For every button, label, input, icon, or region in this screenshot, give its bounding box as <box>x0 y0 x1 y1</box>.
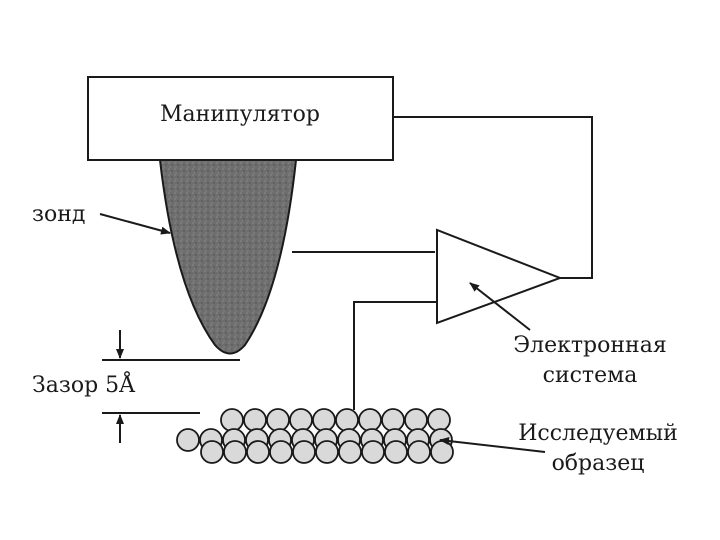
manipulator-block: Манипулятор <box>87 76 394 161</box>
probe-tip <box>158 159 298 355</box>
sample-to-amplifier-wire <box>353 301 437 410</box>
electronics-arrow <box>469 282 531 331</box>
sample-atoms <box>176 408 454 464</box>
sample-atom <box>292 440 316 464</box>
sample-atom <box>358 408 382 432</box>
sample-atom <box>361 440 385 464</box>
sample-atom <box>246 440 270 464</box>
sample-atom <box>176 428 200 452</box>
sample-atom <box>266 408 290 432</box>
sample-atom <box>335 408 359 432</box>
electronics-label-line2: система <box>543 363 638 388</box>
sample-label-line1: Исследуемый <box>518 421 678 446</box>
sample-atom <box>407 440 431 464</box>
gap-label: Зазор 5Å <box>32 370 136 398</box>
sample-atom <box>381 408 405 432</box>
sample-atom <box>269 440 293 464</box>
probe-label: зонд <box>32 202 85 227</box>
sample-atom <box>315 440 339 464</box>
sample-arrow <box>439 437 546 453</box>
sample-atom <box>338 440 362 464</box>
sample-atom <box>384 440 408 464</box>
feedback-wire <box>393 116 593 279</box>
sample-atom <box>404 408 428 432</box>
sample-atom <box>220 408 244 432</box>
sample-atom <box>312 408 336 432</box>
sample-atom <box>289 408 313 432</box>
manipulator-label: Манипулятор <box>160 102 320 127</box>
sample-atom <box>427 408 451 432</box>
sample-atom <box>430 440 454 464</box>
sample-atom <box>223 440 247 464</box>
sample-atom <box>200 440 224 464</box>
electronics-label-line1: Электронная <box>513 333 666 358</box>
amplifier-triangle <box>436 228 563 325</box>
sample-label-line2: образец <box>552 451 645 476</box>
probe-arrow <box>99 213 171 235</box>
sample-atom <box>243 408 267 432</box>
